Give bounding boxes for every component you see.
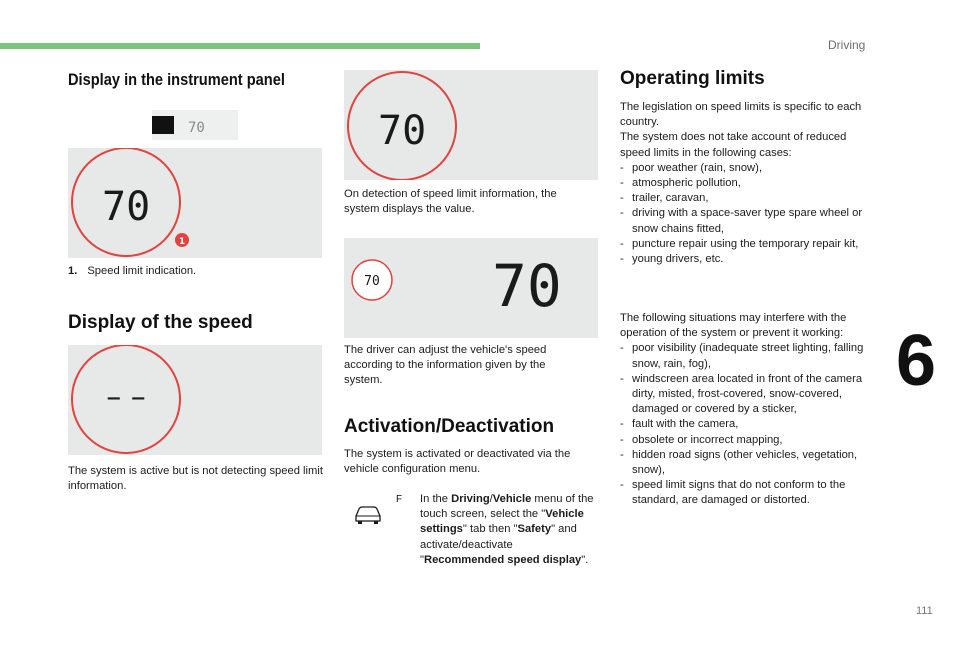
- big-speed-value: 70: [492, 252, 562, 320]
- interfere-list: poor visibility (inadequate street light…: [620, 341, 872, 508]
- callout-number: 1: [179, 237, 185, 247]
- detection-speed-value: 70: [378, 108, 426, 154]
- detection-ring-graphic: 70: [347, 71, 457, 180]
- title-instrument-panel: Display in the instrument panel: [68, 70, 285, 89]
- tip-bold-vehicle-settings: Vehicle settings: [420, 508, 584, 536]
- small-display-strip: 70: [152, 110, 238, 140]
- small-display-graphic: 70: [152, 116, 205, 136]
- speed-display-image: – –: [68, 345, 322, 455]
- title-activation: Activation/Deactivation: [344, 416, 555, 437]
- tip-text-1: In the: [420, 493, 452, 505]
- section-color-bar: [0, 43, 480, 49]
- tip-bold-recommended: Recommended speed display: [423, 553, 582, 566]
- tip-text-4: " and activate/deactivate ": [420, 523, 577, 566]
- intro-text: The legislation on speed limits is speci…: [620, 101, 862, 129]
- note-number: 1.: [68, 265, 78, 277]
- list-item: hidden road signs (other vehicles, veget…: [620, 448, 872, 478]
- tip-separator: /: [489, 493, 493, 505]
- tip-bold-driving: Driving: [451, 493, 490, 505]
- tip-marker: F: [396, 494, 403, 505]
- list-item: obsolete or incorrect mapping,: [620, 433, 872, 448]
- operating-limits-block: The legislation on speed limits is speci…: [620, 100, 870, 267]
- adjust-panel-image: 70 70: [344, 238, 598, 338]
- panel1-speed-value: 70: [102, 184, 150, 230]
- chapter-number: 6: [896, 321, 937, 401]
- adjust-graphic: 70 70: [351, 252, 562, 320]
- list-item: driving with a space-saver type spare wh…: [620, 206, 870, 236]
- tip-text-5: ".: [581, 553, 589, 566]
- list-item: puncture repair using the temporary repa…: [620, 237, 870, 252]
- list-item: speed limit signs that do not conform to…: [620, 478, 872, 508]
- list-item: poor weather (rain, snow),: [620, 161, 870, 176]
- note-text: Speed limit indication.: [87, 265, 197, 277]
- interfere-intro: The following situations may interfere w…: [620, 312, 847, 340]
- section-name: Driving: [828, 38, 866, 52]
- tip-bold-vehicle: Vehicle: [492, 493, 532, 505]
- instrument-panel-image: 70 1: [68, 148, 322, 258]
- cases-list: poor weather (rain, snow), atmospheric p…: [620, 161, 870, 268]
- interference-block: The following situations may interfere w…: [620, 311, 872, 509]
- list-item: windscreen area located in front of the …: [620, 372, 872, 418]
- adjust-paragraph: The driver can adjust the vehicle's spee…: [344, 344, 547, 387]
- speed-limit-ring-graphic: 70 1: [71, 148, 189, 257]
- list-item: fault with the camera,: [620, 417, 872, 432]
- title-display-speed: Display of the speed: [68, 312, 253, 333]
- cases-intro: The system does not take account of redu…: [620, 131, 847, 159]
- detection-paragraph: On detection of speed limit information,…: [344, 188, 557, 216]
- tip-text-3: " tab then ": [462, 523, 518, 536]
- list-item: atmospheric pollution,: [620, 176, 870, 191]
- small-circle-value: 70: [364, 274, 380, 289]
- car-icon: [355, 506, 381, 524]
- note-speed-limit: 1. Speed limit indication.: [68, 264, 318, 279]
- tip-bold-safety: Safety: [517, 523, 552, 536]
- detection-panel-image: 70: [344, 70, 598, 180]
- list-item: trailer, caravan,: [620, 191, 870, 206]
- callout-marker: [175, 233, 189, 247]
- title-operating-limits: Operating limits: [620, 68, 765, 89]
- page-number: 111: [916, 605, 933, 617]
- list-item: young drivers, etc.: [620, 252, 870, 267]
- small-display-value: 70: [188, 120, 205, 136]
- list-item: poor visibility (inadequate street light…: [620, 341, 872, 371]
- dash-value: – –: [106, 380, 146, 415]
- no-limit-ring-graphic: – –: [71, 345, 181, 454]
- speed-paragraph: The system is active but is not detectin…: [68, 465, 323, 493]
- activation-paragraph: The system is activated or deactivated v…: [344, 448, 571, 476]
- tip-paragraph: In the Driving/Vehicle menu of the touch…: [420, 492, 596, 568]
- tip-text-2: menu of the touch screen, select the ": [420, 493, 594, 521]
